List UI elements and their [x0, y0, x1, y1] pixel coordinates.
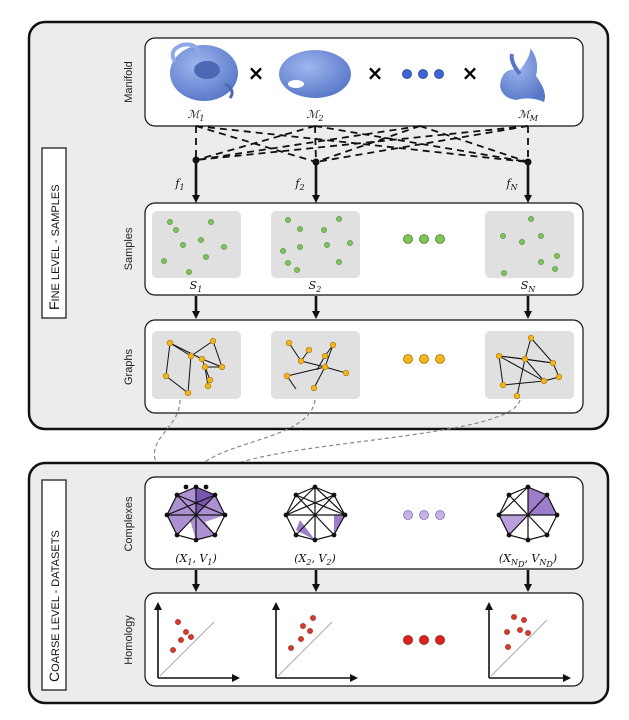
- product-dashed-lines: [195, 125, 529, 163]
- complex-label-N: (XND, VND): [499, 552, 557, 569]
- persistence-diagram-N: [485, 602, 571, 682]
- times-symbol-1: ×: [248, 61, 265, 85]
- manifold-shape-2: [279, 50, 351, 98]
- coarse-level-title: COARSE LEVEL - DATASETS: [41, 479, 67, 691]
- sample-label-2: S2: [309, 279, 322, 294]
- coarse-title-dash: -: [50, 587, 62, 597]
- manifold-row: Manifold × × × ℳ1 ℳ2 ℳM: [123, 37, 584, 127]
- graphs-row: Graphs: [123, 319, 584, 414]
- sample-points-N: [500, 216, 560, 276]
- fine-title-dash: -: [50, 236, 62, 246]
- persistence-diagram-1: [154, 602, 240, 682]
- complexes-row: Complexes: [123, 476, 584, 570]
- sample-label-N: SN: [521, 279, 537, 294]
- homology-row: Homology: [123, 592, 584, 687]
- sample-points-1: [161, 219, 227, 275]
- coarse-title-rest: OARSE LEVEL: [50, 596, 62, 672]
- fine-level-title: FINE LEVEL - SAMPLES: [41, 147, 67, 319]
- row-label-complexes: Complexes: [123, 496, 135, 552]
- manifold-shape-1: [170, 42, 238, 101]
- samples-row: Samples S1 S2 SN: [123, 202, 584, 296]
- svg-text:FINE LEVEL - SAMPLES: FINE LEVEL - SAMPLES: [46, 184, 62, 310]
- row-label-graphs: Graphs: [123, 348, 135, 385]
- sample-tile-1: [152, 211, 241, 278]
- complex-2: [283, 484, 348, 543]
- row-label-homology: Homology: [123, 615, 135, 665]
- complex-1: [164, 484, 228, 543]
- manifold-label-2: ℳ2: [307, 108, 324, 123]
- row-label-samples: Samples: [123, 227, 135, 270]
- sample-tile-N: [485, 211, 574, 278]
- manifold-label-1: ℳ1: [188, 108, 205, 123]
- svg-text:COARSE LEVEL - DATASETS: COARSE LEVEL - DATASETS: [46, 530, 62, 682]
- homology-ellipsis: [403, 635, 445, 645]
- complex-N: [496, 484, 560, 543]
- complexes-to-homology-arrows: [192, 570, 532, 592]
- sample-tile-2: [271, 211, 360, 278]
- manifold-label-M: ℳM: [518, 108, 539, 123]
- complexes-ellipsis: [403, 510, 445, 520]
- manifold-shape-M: [500, 48, 545, 102]
- fine-title-initial: F: [46, 301, 62, 310]
- function-label-N: fN: [505, 177, 518, 192]
- complex-label-2: (X2, V2): [294, 552, 336, 567]
- sample-points-2: [280, 216, 353, 273]
- sample-label-1: S1: [190, 279, 203, 294]
- samples-ellipsis: [403, 234, 445, 244]
- coarse-title-initial: C: [46, 672, 62, 682]
- fine-title-part2: SAMPLES: [50, 184, 62, 236]
- fine-title-rest: INE LEVEL: [50, 246, 62, 302]
- graphs-ellipsis: [403, 354, 445, 364]
- function-label-2: f2: [294, 177, 304, 192]
- graph-N: [495, 334, 563, 400]
- complex-label-1: (X1, V1): [175, 552, 217, 567]
- samples-to-graphs-arrows: [192, 296, 532, 319]
- times-symbol-3: ×: [462, 61, 479, 85]
- function-label-1: f1: [174, 177, 184, 192]
- graph-tile-1: [152, 331, 241, 399]
- persistence-diagram-2: [272, 602, 358, 682]
- graph-tile-N: [485, 331, 574, 399]
- graph-1: [162, 337, 226, 397]
- function-arrows: f1 f2 fN: [174, 156, 532, 203]
- times-symbol-2: ×: [367, 61, 384, 85]
- row-label-manifold: Manifold: [123, 61, 135, 103]
- graph-2: [283, 339, 350, 392]
- coarse-title-part2: DATASETS: [50, 530, 62, 586]
- manifold-ellipsis: [402, 69, 444, 79]
